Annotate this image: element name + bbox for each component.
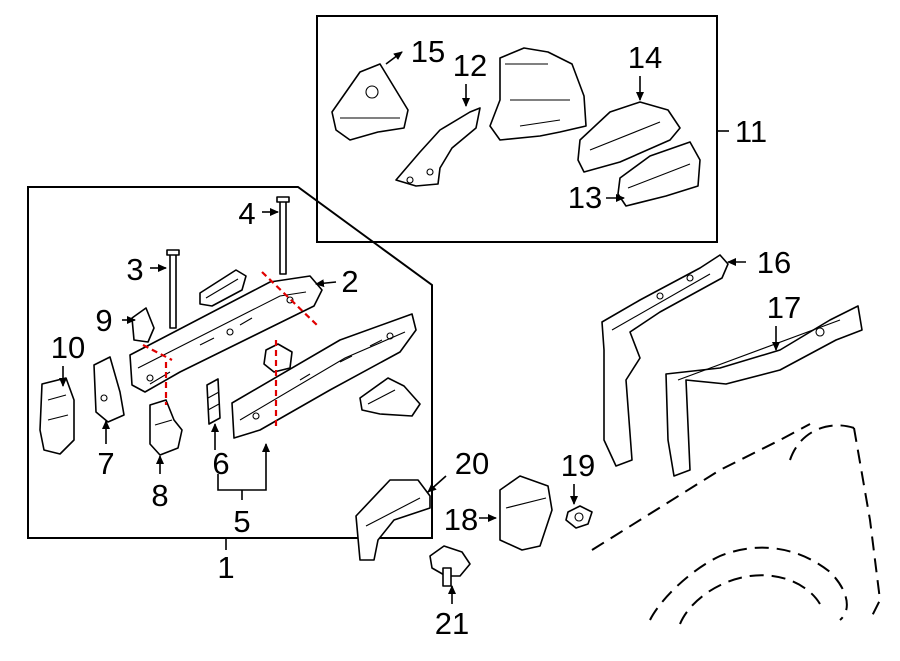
part-12-gusset[interactable] xyxy=(395,107,481,187)
callout-21: 21 xyxy=(435,606,469,641)
callout-11: 11 xyxy=(735,114,767,149)
rail-lower-bracket xyxy=(359,377,421,417)
callout-10: 10 xyxy=(51,330,85,365)
callout-6: 6 xyxy=(212,446,229,481)
callout-17: 17 xyxy=(767,290,801,325)
group-frame-main xyxy=(27,186,433,539)
part-10-bracket[interactable] xyxy=(39,377,75,455)
part-20-bracket[interactable] xyxy=(355,479,431,561)
part-4-bolt[interactable] xyxy=(276,196,290,275)
callout-7: 7 xyxy=(97,446,114,481)
part-14-apron[interactable] xyxy=(577,101,681,173)
part-18-bracket[interactable] xyxy=(499,475,553,551)
callout-13: 13 xyxy=(568,180,602,215)
part-21-bolt[interactable] xyxy=(429,545,471,587)
callout-4: 4 xyxy=(238,196,255,231)
part-16-support-upper[interactable] xyxy=(601,254,729,467)
part-17-support-lower[interactable] xyxy=(665,305,863,477)
part-9-plate[interactable] xyxy=(131,307,155,343)
group-frame-upper xyxy=(316,15,718,243)
part-15-bracket[interactable] xyxy=(331,63,409,141)
callout-1: 1 xyxy=(217,550,234,585)
part-8-bracket[interactable] xyxy=(149,399,183,456)
cut-line-a xyxy=(142,344,173,361)
callout-14: 14 xyxy=(628,40,662,75)
callout-16: 16 xyxy=(757,245,791,280)
fender-outline xyxy=(591,423,882,625)
callout-8: 8 xyxy=(151,478,168,513)
rail-upper-bracket xyxy=(199,269,247,307)
cut-line-c xyxy=(261,271,319,327)
callout-labels: 1 2 3 4 5 6 7 8 9 10 11 12 13 14 15 16 1… xyxy=(51,34,801,641)
callout-12: 12 xyxy=(453,48,487,83)
callout-19: 19 xyxy=(561,448,595,483)
callout-9: 9 xyxy=(95,303,112,338)
part-3-bolt[interactable] xyxy=(166,249,180,329)
callout-2: 2 xyxy=(341,264,358,299)
part-7-bracket[interactable] xyxy=(93,356,125,423)
part-5-lower-rail[interactable] xyxy=(231,313,417,439)
callout-20: 20 xyxy=(455,446,489,481)
callout-5: 5 xyxy=(233,504,250,539)
callout-3: 3 xyxy=(126,252,143,287)
callout-18: 18 xyxy=(444,502,478,537)
part-6-reinforcement[interactable] xyxy=(206,378,221,425)
shock-tower[interactable] xyxy=(489,47,587,141)
callout-15: 15 xyxy=(411,34,445,69)
leader-lines xyxy=(59,51,780,604)
part-2-upper-rail[interactable] xyxy=(129,275,323,393)
part-19-clip[interactable] xyxy=(565,505,593,529)
